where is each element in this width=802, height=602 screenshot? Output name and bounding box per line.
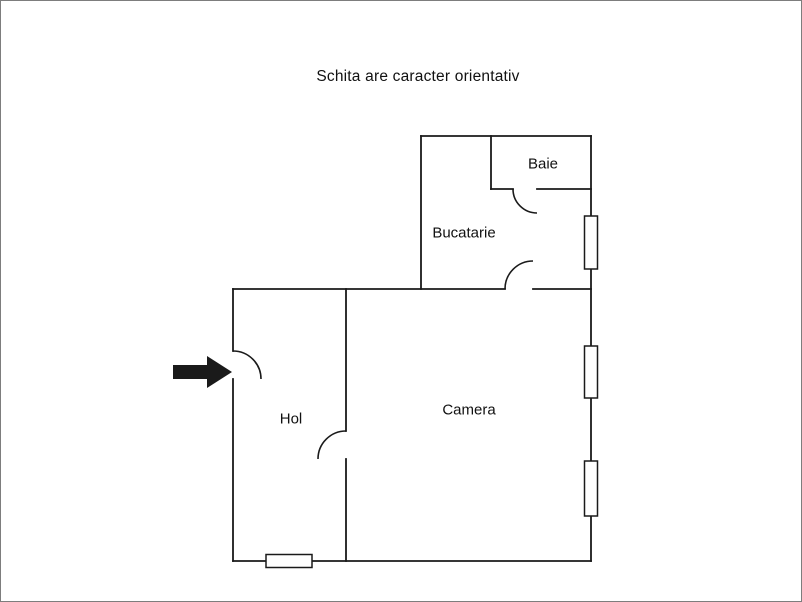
entrance-arrow-icon [173, 356, 232, 388]
door-arc-hol-camera [317, 430, 347, 460]
door-arc-baie [512, 188, 538, 214]
room-label-hol: Hol [279, 410, 303, 428]
door-arc-bucatarie-camera [504, 260, 534, 290]
door-arc-entrance [232, 350, 262, 380]
disclaimer-title: Schita are caracter orientativ [316, 68, 520, 85]
window-hol [265, 553, 313, 569]
room-label-camera: Camera [442, 401, 496, 419]
window-camera-upper [583, 345, 599, 399]
room-label-bucatarie: Bucatarie [432, 224, 496, 242]
window-bucatarie [583, 215, 599, 270]
doors [232, 188, 538, 460]
room-label-baie: Baie [527, 155, 559, 173]
windows [265, 215, 599, 569]
walls [232, 135, 592, 562]
window-camera-lower [583, 460, 599, 517]
